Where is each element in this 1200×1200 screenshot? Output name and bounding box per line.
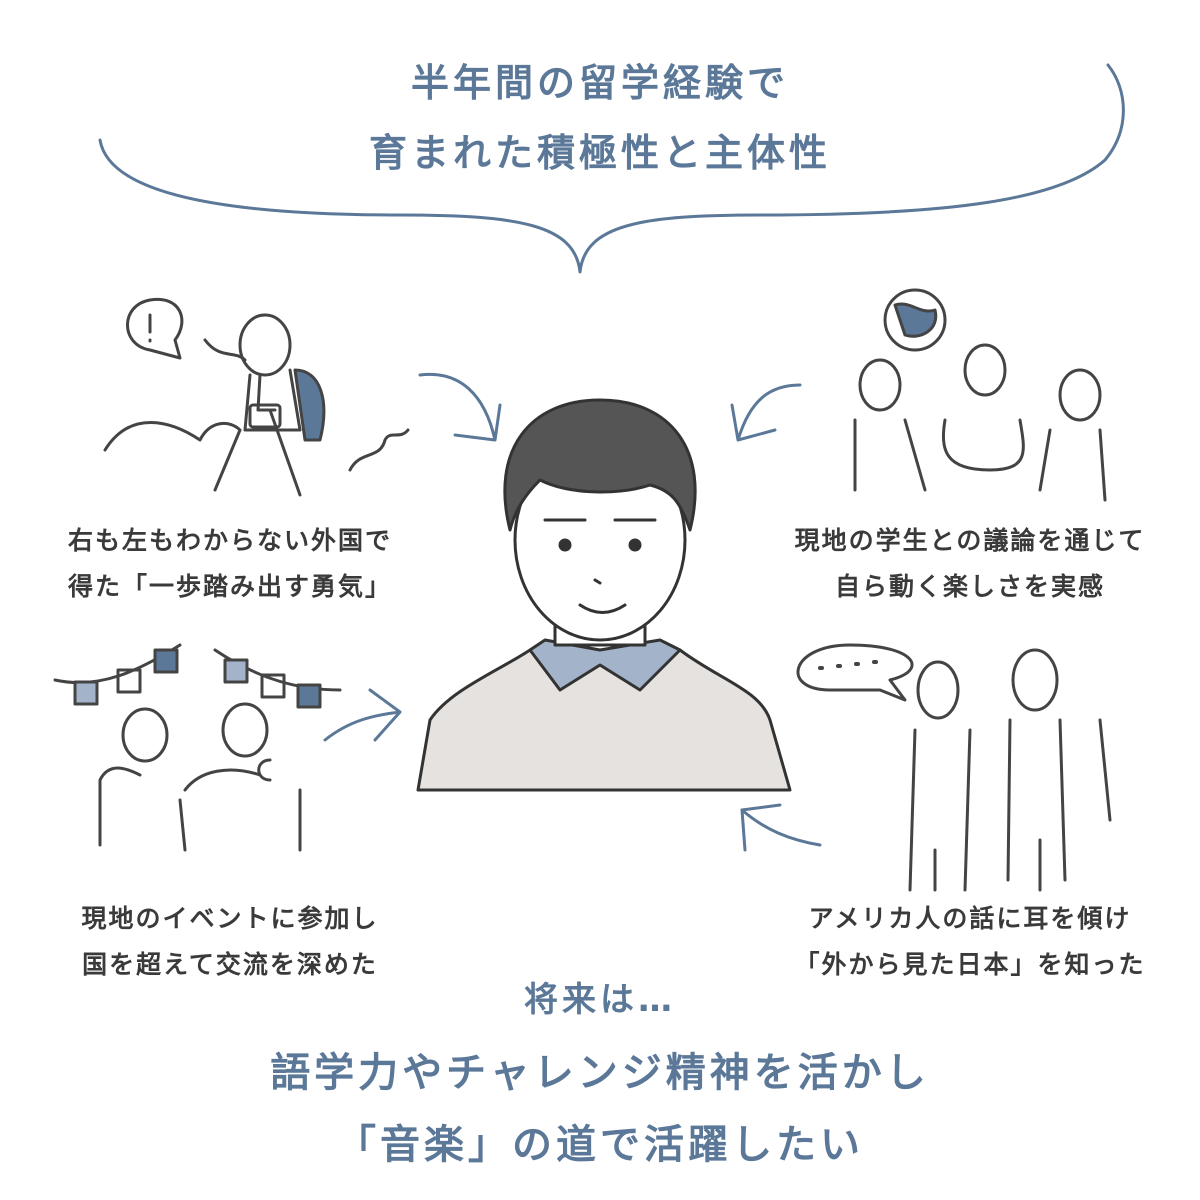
shirt: [416, 648, 792, 792]
title-line-1: 半年間の留学経験で: [410, 61, 789, 105]
caption-line: 自ら動く楽しさを実感: [834, 572, 1105, 601]
center-person: [416, 398, 792, 792]
camera-icon: [248, 403, 282, 429]
discussion-illustration: [853, 288, 1107, 502]
exclaim-bubble: [126, 297, 184, 360]
caption-line: 得た「一歩踏み出す勇気」: [67, 572, 392, 601]
globe-icon: [883, 288, 947, 352]
caption-line: アメリカ人の話に耳を傾け: [808, 904, 1132, 933]
traveler-illustration: [103, 297, 410, 497]
title-line-2: 育まれた積極性と主体性: [368, 131, 831, 175]
event-illustration: [53, 643, 342, 852]
caption-line: 現地のイベントに参加し: [81, 904, 379, 933]
future-lead: 将来は…: [524, 980, 676, 1020]
arrow-top-right: [730, 383, 802, 442]
caption-line: 現地の学生との議論を通じて: [794, 526, 1146, 555]
future-line-2: 「音楽」の道で活躍したい: [336, 1122, 864, 1168]
caption-line: 国を超えて交流を深めた: [82, 950, 378, 979]
caption-top-left: 右も左もわからない外国で 得た「一歩踏み出す勇気」: [30, 518, 430, 610]
hair: [503, 398, 697, 532]
arrows: [323, 372, 822, 852]
caption-bottom-right: アメリカ人の話に耳を傾け 「外から見た日本」を知った: [760, 896, 1180, 988]
caption-bottom-left: 現地のイベントに参加し 国を超えて交流を深めた: [30, 896, 430, 988]
listening-illustration: [796, 643, 1112, 892]
arrow-top-left: [418, 372, 502, 442]
arrow-bottom-left: [323, 688, 402, 742]
speech-bubble: [796, 643, 914, 702]
future-line-1: 語学力やチャレンジ精神を活かし: [270, 1050, 930, 1096]
caption-top-right: 現地の学生との議論を通じて 自ら動く楽しさを実感: [750, 518, 1190, 610]
arrow-bottom-right: [740, 803, 822, 852]
caption-line: 「外から見た日本」を知った: [794, 950, 1146, 979]
caption-line: 右も左もわからない外国で: [67, 526, 392, 555]
speech-brace: [98, 63, 1125, 274]
